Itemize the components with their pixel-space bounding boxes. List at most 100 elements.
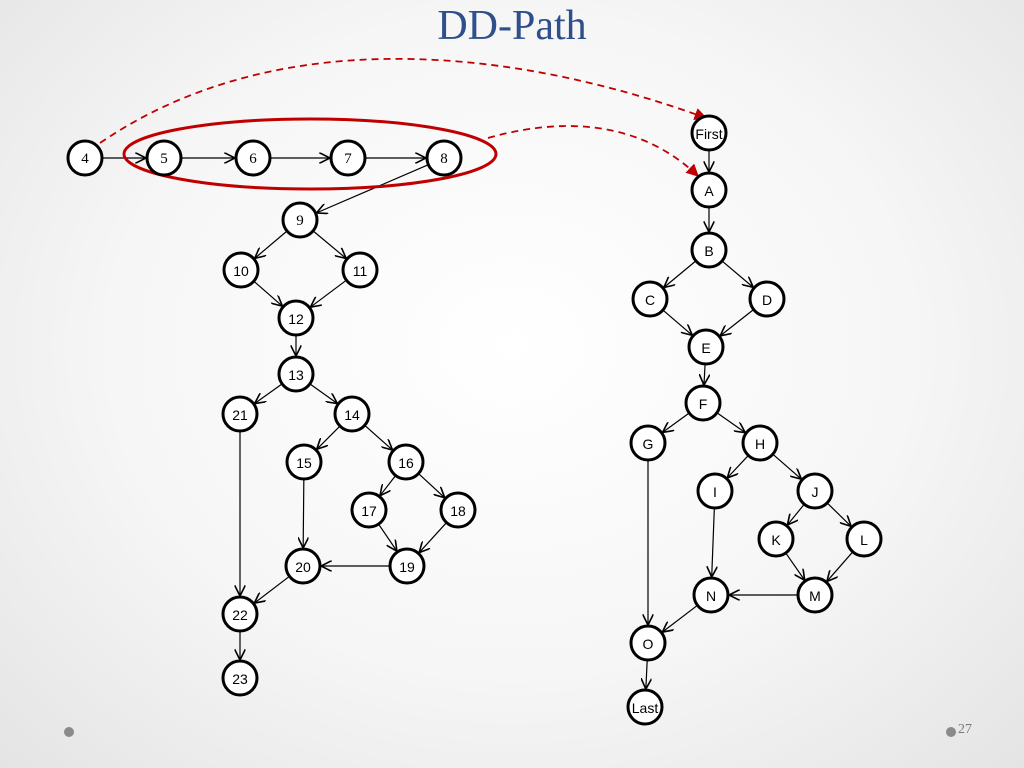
node-circle xyxy=(222,251,260,289)
node-circle xyxy=(629,624,667,662)
node-label: 18 xyxy=(450,503,466,519)
node-label: L xyxy=(860,532,868,548)
left-node-19: 19 xyxy=(388,547,426,585)
left-edge-16-17 xyxy=(380,475,397,495)
node-circle xyxy=(690,231,728,269)
node-circle xyxy=(629,424,667,462)
node-circle xyxy=(329,139,367,177)
right-edge-L-M xyxy=(827,551,854,582)
right-node-o: O xyxy=(629,624,667,662)
right-edge-N-O xyxy=(662,604,698,632)
node-circle xyxy=(333,395,371,433)
slide-number: 27 xyxy=(958,722,972,737)
slide-title: DD-Path xyxy=(437,3,587,49)
node-label: 22 xyxy=(232,607,248,623)
node-label: 7 xyxy=(344,151,352,167)
node-label: N xyxy=(706,588,716,604)
right-node-c: C xyxy=(631,280,669,318)
node-label: F xyxy=(699,396,708,412)
left-edge-10-12 xyxy=(253,280,283,306)
right-node-i: I xyxy=(696,472,734,510)
node-label: 4 xyxy=(81,151,89,167)
node-circle xyxy=(341,251,379,289)
right-node-b: B xyxy=(690,231,728,269)
right-node-last: Last xyxy=(626,688,664,726)
node-label: 21 xyxy=(232,407,248,423)
node-circle xyxy=(631,280,669,318)
left-edge-9-11 xyxy=(312,230,346,259)
right-node-d: D xyxy=(748,280,786,318)
left-edge-13-14 xyxy=(309,383,338,404)
mapping-arrow-group-to-a xyxy=(487,125,699,177)
node-circle xyxy=(690,171,728,209)
node-circle xyxy=(741,424,779,462)
node-label: 14 xyxy=(344,407,360,423)
left-node-20: 20 xyxy=(284,547,322,585)
right-edge-E-F xyxy=(704,363,705,385)
left-node-12: 12 xyxy=(277,299,315,337)
node-circle xyxy=(796,576,834,614)
node-circle xyxy=(350,491,388,529)
node-label: 13 xyxy=(288,367,304,383)
node-label: E xyxy=(701,340,710,356)
right-edge-C-E xyxy=(662,309,692,335)
right-edge-B-D xyxy=(721,260,753,287)
node-circle xyxy=(690,114,728,152)
node-label: 6 xyxy=(249,151,257,167)
node-circle xyxy=(626,688,664,726)
node-label: 8 xyxy=(440,151,448,167)
left-node-6: 6 xyxy=(234,139,272,177)
right-edge-F-G xyxy=(663,412,690,432)
node-circle xyxy=(439,491,477,529)
left-node-8: 8 xyxy=(425,139,463,177)
overlay-layer xyxy=(99,57,708,191)
right-node-k: K xyxy=(757,520,795,558)
left-node-7: 7 xyxy=(329,139,367,177)
left-node-17: 17 xyxy=(350,491,388,529)
right-node-f: F xyxy=(684,384,722,422)
left-node-21: 21 xyxy=(221,395,259,433)
right-node-h: H xyxy=(741,424,779,462)
right-edge-H-J xyxy=(772,453,802,479)
node-label: B xyxy=(704,243,713,259)
mapping-arrow-4-to-first xyxy=(99,57,708,144)
right-edge-I-N xyxy=(712,507,715,577)
left-edge-11-12 xyxy=(310,279,347,307)
node-label: C xyxy=(645,292,655,308)
node-label: Last xyxy=(632,700,659,716)
left-edge-20-22 xyxy=(254,575,290,603)
node-circle xyxy=(425,139,463,177)
node-label: 12 xyxy=(288,311,304,327)
node-label: 10 xyxy=(233,263,249,279)
left-edge-9-10 xyxy=(255,230,288,258)
node-label: 17 xyxy=(361,503,377,519)
node-circle xyxy=(234,139,272,177)
node-label: 23 xyxy=(232,671,248,687)
node-circle xyxy=(221,395,259,433)
left-edge-14-15 xyxy=(317,425,341,449)
node-circle xyxy=(281,201,319,239)
node-label: D xyxy=(762,292,772,308)
node-circle xyxy=(277,355,315,393)
right-node-e: E xyxy=(687,328,725,366)
left-edge-18-19 xyxy=(419,522,447,553)
right-edge-O-Last xyxy=(646,659,647,689)
node-label: 15 xyxy=(296,455,312,471)
left-edge-8-9 xyxy=(317,164,429,213)
node-circle xyxy=(221,595,259,633)
right-edge-B-C xyxy=(664,260,697,288)
node-label: 11 xyxy=(353,263,368,279)
left-node-9: 9 xyxy=(281,201,319,239)
node-circle xyxy=(757,520,795,558)
left-node-22: 22 xyxy=(221,595,259,633)
left-node-18: 18 xyxy=(439,491,477,529)
node-label: K xyxy=(771,532,781,548)
left-node-15: 15 xyxy=(285,443,323,481)
node-label: 19 xyxy=(399,559,415,575)
right-edge-J-L xyxy=(826,502,851,527)
node-label: G xyxy=(643,436,654,452)
node-circle xyxy=(692,576,730,614)
node-circle xyxy=(388,547,426,585)
